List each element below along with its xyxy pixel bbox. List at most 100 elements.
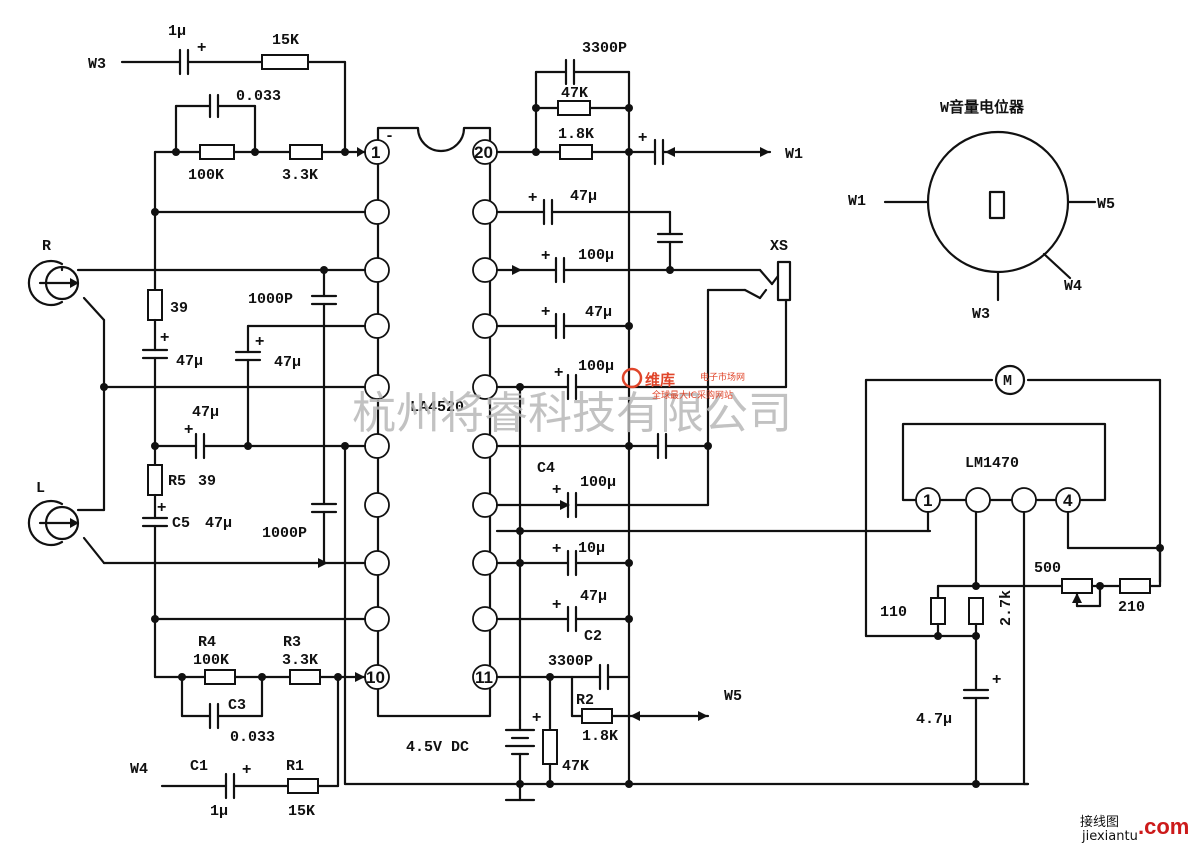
pin-7 bbox=[364, 492, 390, 518]
pin-4 bbox=[364, 313, 390, 339]
plus-sign: + bbox=[554, 364, 563, 381]
plus-sign: + bbox=[184, 421, 193, 438]
pin-18 bbox=[472, 257, 498, 283]
middle-cap-network: 1000P 1000P + 47μ + 47μ bbox=[184, 266, 367, 786]
ic-left-pins: 1 10 bbox=[364, 139, 390, 690]
ic-right-pins: 20 11 bbox=[472, 139, 498, 690]
lm-pin-2 bbox=[965, 487, 991, 513]
resistor-15k-top bbox=[261, 54, 309, 70]
bottom-left-network: R4 100K R3 3.3K C3 0.033 W4 + C1 1μ R1 1… bbox=[130, 634, 367, 820]
plus-sign: + bbox=[532, 709, 541, 726]
pot-w5-label: W5 bbox=[1097, 196, 1115, 213]
ic-lm1470 bbox=[901, 422, 1107, 502]
resistor-47k-top bbox=[557, 100, 591, 116]
c4-label: C4 bbox=[537, 460, 555, 477]
motor-control-circuit: M LM1470 1 4 500 210 110 bbox=[864, 364, 1164, 786]
c1-label: C1 bbox=[190, 758, 208, 775]
pot-w4-label: W4 bbox=[1064, 278, 1082, 295]
cap-1u-label: 1μ bbox=[168, 23, 186, 40]
pot-w3-label: W3 bbox=[972, 306, 990, 323]
r-jack-label: R bbox=[42, 238, 51, 255]
resistor-39-top bbox=[147, 289, 163, 321]
watermark: 杭州将睿科技有限公司 维库 电子市场网 全球最大IC采购网站 bbox=[352, 367, 792, 439]
cap-3300p-top-label: 3300P bbox=[582, 40, 627, 57]
bottom-right-network: 3300P R2 1.8K W5 47K + 4.5V DC bbox=[343, 653, 1030, 802]
plus-sign: + bbox=[552, 481, 561, 498]
top-right-network: 1.8K + W1 3300P 47K bbox=[495, 40, 803, 786]
cap-3300p-bot-label: 3300P bbox=[548, 653, 593, 670]
resistor-r2 bbox=[581, 708, 613, 724]
resistor-500 bbox=[1061, 578, 1093, 594]
plus-sign: + bbox=[992, 671, 1001, 688]
resistor-210 bbox=[1119, 578, 1151, 594]
pin-2 bbox=[364, 199, 390, 225]
res-110-label: 110 bbox=[880, 604, 907, 621]
cap-47u-pin-label: 47μ bbox=[192, 404, 219, 421]
corner-logo-text: 接线图 bbox=[1080, 814, 1119, 830]
lm-pin-4-label: 4 bbox=[1063, 491, 1073, 510]
cap-47u-c5-label: 47μ bbox=[205, 515, 232, 532]
xs-headphone-jack: XS bbox=[743, 238, 792, 302]
res-1k8-bot-label: 1.8K bbox=[582, 728, 618, 745]
plus-sign: + bbox=[638, 129, 647, 146]
volume-potentiometer: W音量电位器 W1 W5 W3 W4 bbox=[848, 98, 1115, 323]
resistor-r1 bbox=[287, 778, 319, 794]
cap-47u-mid-label: 47μ bbox=[274, 354, 301, 371]
c5-label: C5 bbox=[172, 515, 190, 532]
pin-11-label: 11 bbox=[475, 668, 493, 687]
plus-sign: + bbox=[157, 499, 166, 516]
resistor-r4 bbox=[204, 669, 236, 685]
ic-notch-mark: - bbox=[385, 128, 394, 145]
corner-logo-com: .com bbox=[1138, 814, 1189, 839]
pot-title: W音量电位器 bbox=[940, 98, 1025, 117]
cap-100u-c4-label: 100μ bbox=[580, 474, 616, 491]
xs-label: XS bbox=[770, 238, 788, 255]
ic-la4520: - LA4520 bbox=[376, 126, 492, 718]
r4-label: R4 bbox=[198, 634, 216, 651]
right-output-caps: + 47μ + 100μ + 47μ + 100μ bbox=[495, 188, 932, 722]
resistor-47k-bot bbox=[542, 729, 558, 765]
res-100k-bot-label: 100K bbox=[193, 652, 229, 669]
pin-3 bbox=[364, 257, 390, 283]
cap-47u-left1-label: 47μ bbox=[176, 353, 203, 370]
logo-icon bbox=[621, 367, 643, 389]
cap-10u-label: 10μ bbox=[578, 540, 605, 557]
ic-lm1470-label: LM1470 bbox=[965, 455, 1019, 472]
resistor-110 bbox=[930, 597, 946, 625]
res-47k-bot-label: 47K bbox=[562, 758, 589, 775]
plus-sign: + bbox=[552, 596, 561, 613]
r1-label: R1 bbox=[286, 758, 304, 775]
supply-label: 4.5V DC bbox=[406, 739, 469, 756]
l-jack-label: L bbox=[36, 480, 45, 497]
r5-label: R5 bbox=[168, 473, 186, 490]
plus-sign: + bbox=[541, 303, 550, 320]
pin-13 bbox=[472, 550, 498, 576]
lm-pin-3 bbox=[1011, 487, 1037, 513]
resistor-3k3-top bbox=[289, 144, 323, 160]
plus-sign: + bbox=[541, 247, 550, 264]
top-left-network: W3 + 1μ 15K 100K 3.3K 0.033 bbox=[88, 23, 367, 184]
res-3k3-bot-label: 3.3K bbox=[282, 652, 318, 669]
watermark-text: 杭州将睿科技有限公司 bbox=[352, 388, 792, 439]
plus-sign: + bbox=[197, 39, 206, 56]
pin-12 bbox=[472, 606, 498, 632]
resistor-1k8-top bbox=[559, 144, 593, 160]
logo-sub: 电子市场网 bbox=[700, 371, 745, 383]
resistor-r3 bbox=[289, 669, 321, 685]
cap-47u-r1-label: 47μ bbox=[570, 188, 597, 205]
resistor-r5 bbox=[147, 464, 163, 496]
cap-47u-c2-label: 47μ bbox=[580, 588, 607, 605]
pot-w1-label: W1 bbox=[848, 193, 866, 210]
corner-logo-url: jiexiantu bbox=[1081, 829, 1138, 844]
res-2k7-label: 2.7k bbox=[998, 590, 1015, 626]
motor-label: M bbox=[1003, 373, 1012, 390]
w3-terminal-label: W3 bbox=[88, 56, 106, 73]
res-39-top-label: 39 bbox=[170, 300, 188, 317]
cap-0033-bot-label: 0.033 bbox=[230, 729, 275, 746]
res-15k-bot-label: 15K bbox=[288, 803, 315, 820]
cap-100u-r2-label: 100μ bbox=[578, 358, 614, 375]
res-500-label: 500 bbox=[1034, 560, 1061, 577]
corner-logo: 接线图 jiexiantu .com bbox=[1080, 814, 1189, 844]
r2-label: R2 bbox=[576, 692, 594, 709]
